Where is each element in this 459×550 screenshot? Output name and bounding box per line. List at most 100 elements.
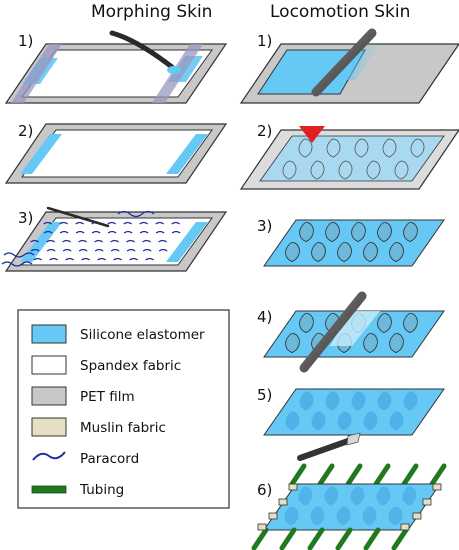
paracord-arc bbox=[30, 248, 40, 252]
locomotion-step-2-label: 2) bbox=[257, 122, 272, 140]
legend-label: Silicone elastomer bbox=[80, 327, 205, 343]
locomotion-step-4 bbox=[263, 291, 445, 373]
paracord-arc bbox=[129, 257, 139, 261]
muslin-tab bbox=[400, 523, 410, 531]
morphing-step-3-label: 3) bbox=[18, 209, 33, 227]
legend-item: PET film bbox=[31, 386, 135, 406]
paracord-arc bbox=[126, 248, 136, 252]
paracord-arc bbox=[110, 239, 120, 243]
paracord-arc bbox=[46, 248, 56, 252]
locomotion-step-3 bbox=[263, 219, 445, 267]
paracord-arc bbox=[75, 221, 85, 225]
tubing-icon bbox=[31, 485, 67, 494]
locomotion-step-4-label: 4) bbox=[257, 308, 272, 326]
legend-item: Tubing bbox=[31, 482, 124, 498]
morphing-step-2 bbox=[4, 123, 228, 184]
locomotion-step-5 bbox=[263, 388, 445, 461]
legend-item: Spandex fabric bbox=[31, 355, 181, 375]
paracord-arc bbox=[43, 221, 53, 225]
legend-label: Tubing bbox=[79, 482, 124, 498]
muslin-tab bbox=[278, 498, 288, 506]
injector-icon bbox=[299, 126, 325, 143]
tubing-segment bbox=[345, 463, 363, 487]
locomotion-step-1-label: 1) bbox=[257, 32, 272, 50]
paracord-arc bbox=[158, 248, 168, 252]
tubing-segment bbox=[317, 463, 335, 487]
paracord-arc bbox=[94, 239, 104, 243]
tubing-segment bbox=[401, 463, 419, 487]
paracord-arc bbox=[59, 230, 69, 234]
paracord-arc bbox=[113, 257, 123, 261]
legend-item: Muslin fabric bbox=[31, 417, 166, 437]
paracord-arc bbox=[33, 257, 43, 261]
locomotion-step-6 bbox=[251, 463, 447, 550]
paracord-arc bbox=[142, 248, 152, 252]
legend-swatch bbox=[31, 386, 67, 406]
tubing-segment bbox=[251, 527, 269, 550]
paracord-arc bbox=[46, 239, 56, 243]
legend-item: Paracord bbox=[32, 451, 139, 467]
brush-tool-icon bbox=[297, 438, 351, 461]
tubing-segment bbox=[307, 527, 325, 550]
paracord-arc bbox=[81, 257, 91, 261]
locomotion-step-5-label: 5) bbox=[257, 386, 272, 404]
paracord-arc bbox=[62, 248, 72, 252]
paracord-arc bbox=[49, 257, 59, 261]
morphing-title: Morphing Skin bbox=[91, 2, 212, 22]
paracord-arc bbox=[94, 248, 104, 252]
roller-rod-icon bbox=[311, 28, 377, 97]
locomotion-step-1 bbox=[239, 28, 459, 104]
paracord-arc bbox=[142, 239, 152, 243]
paracord-arc bbox=[75, 230, 85, 234]
paracord-arc bbox=[107, 221, 117, 225]
legend-label: PET film bbox=[80, 389, 135, 405]
muslin-tab bbox=[268, 512, 278, 520]
paracord-arc bbox=[78, 248, 88, 252]
legend-label: Muslin fabric bbox=[80, 420, 166, 436]
tubing-segment bbox=[429, 463, 447, 487]
morphing-step-3 bbox=[1, 206, 228, 272]
paracord-arc bbox=[155, 221, 165, 225]
paracord-arc bbox=[139, 230, 149, 234]
paracord-arc bbox=[171, 230, 181, 234]
tubing-segment bbox=[279, 527, 297, 550]
muslin-tab bbox=[288, 483, 298, 491]
paracord-arc bbox=[110, 248, 120, 252]
paracord-icon bbox=[32, 451, 66, 461]
tubing-segment bbox=[373, 463, 391, 487]
locomotion-step-2 bbox=[239, 126, 459, 190]
paracord-arc bbox=[62, 239, 72, 243]
morphing-step-1-label: 1) bbox=[18, 32, 33, 50]
morphing-step-2-label: 2) bbox=[18, 122, 33, 140]
tubing-segment bbox=[363, 527, 381, 550]
muslin-tab bbox=[432, 483, 442, 491]
paracord-arc bbox=[155, 230, 165, 234]
paracord-arc bbox=[171, 221, 181, 225]
paracord-arc bbox=[123, 230, 133, 234]
legend-label: Paracord bbox=[80, 451, 139, 467]
paracord-arc bbox=[65, 257, 75, 261]
roller-rod-icon-2 bbox=[299, 291, 367, 373]
muslin-tab bbox=[422, 498, 432, 506]
paracord-arc bbox=[126, 239, 136, 243]
locomotion-step-3-label: 3) bbox=[257, 217, 272, 235]
paracord-arc bbox=[139, 221, 149, 225]
paracord-arc bbox=[123, 221, 133, 225]
paracord-arc bbox=[78, 239, 88, 243]
legend-item: Silicone elastomer bbox=[31, 324, 205, 344]
paracord-arc bbox=[43, 230, 53, 234]
legend-swatch bbox=[31, 324, 67, 344]
paracord-arc bbox=[158, 239, 168, 243]
morphing-step-1 bbox=[4, 30, 228, 104]
paracord-arc bbox=[107, 230, 117, 234]
locomotion-step-6-label: 6) bbox=[257, 481, 272, 499]
paracord-arc bbox=[59, 221, 69, 225]
paracord-arc bbox=[91, 230, 101, 234]
legend-swatch bbox=[31, 417, 67, 437]
tubing-segment bbox=[391, 527, 409, 550]
muslin-tab bbox=[257, 523, 267, 531]
paracord-arc bbox=[30, 239, 40, 243]
muslin-tab bbox=[412, 512, 422, 520]
spatula-tool-icon bbox=[109, 30, 175, 70]
